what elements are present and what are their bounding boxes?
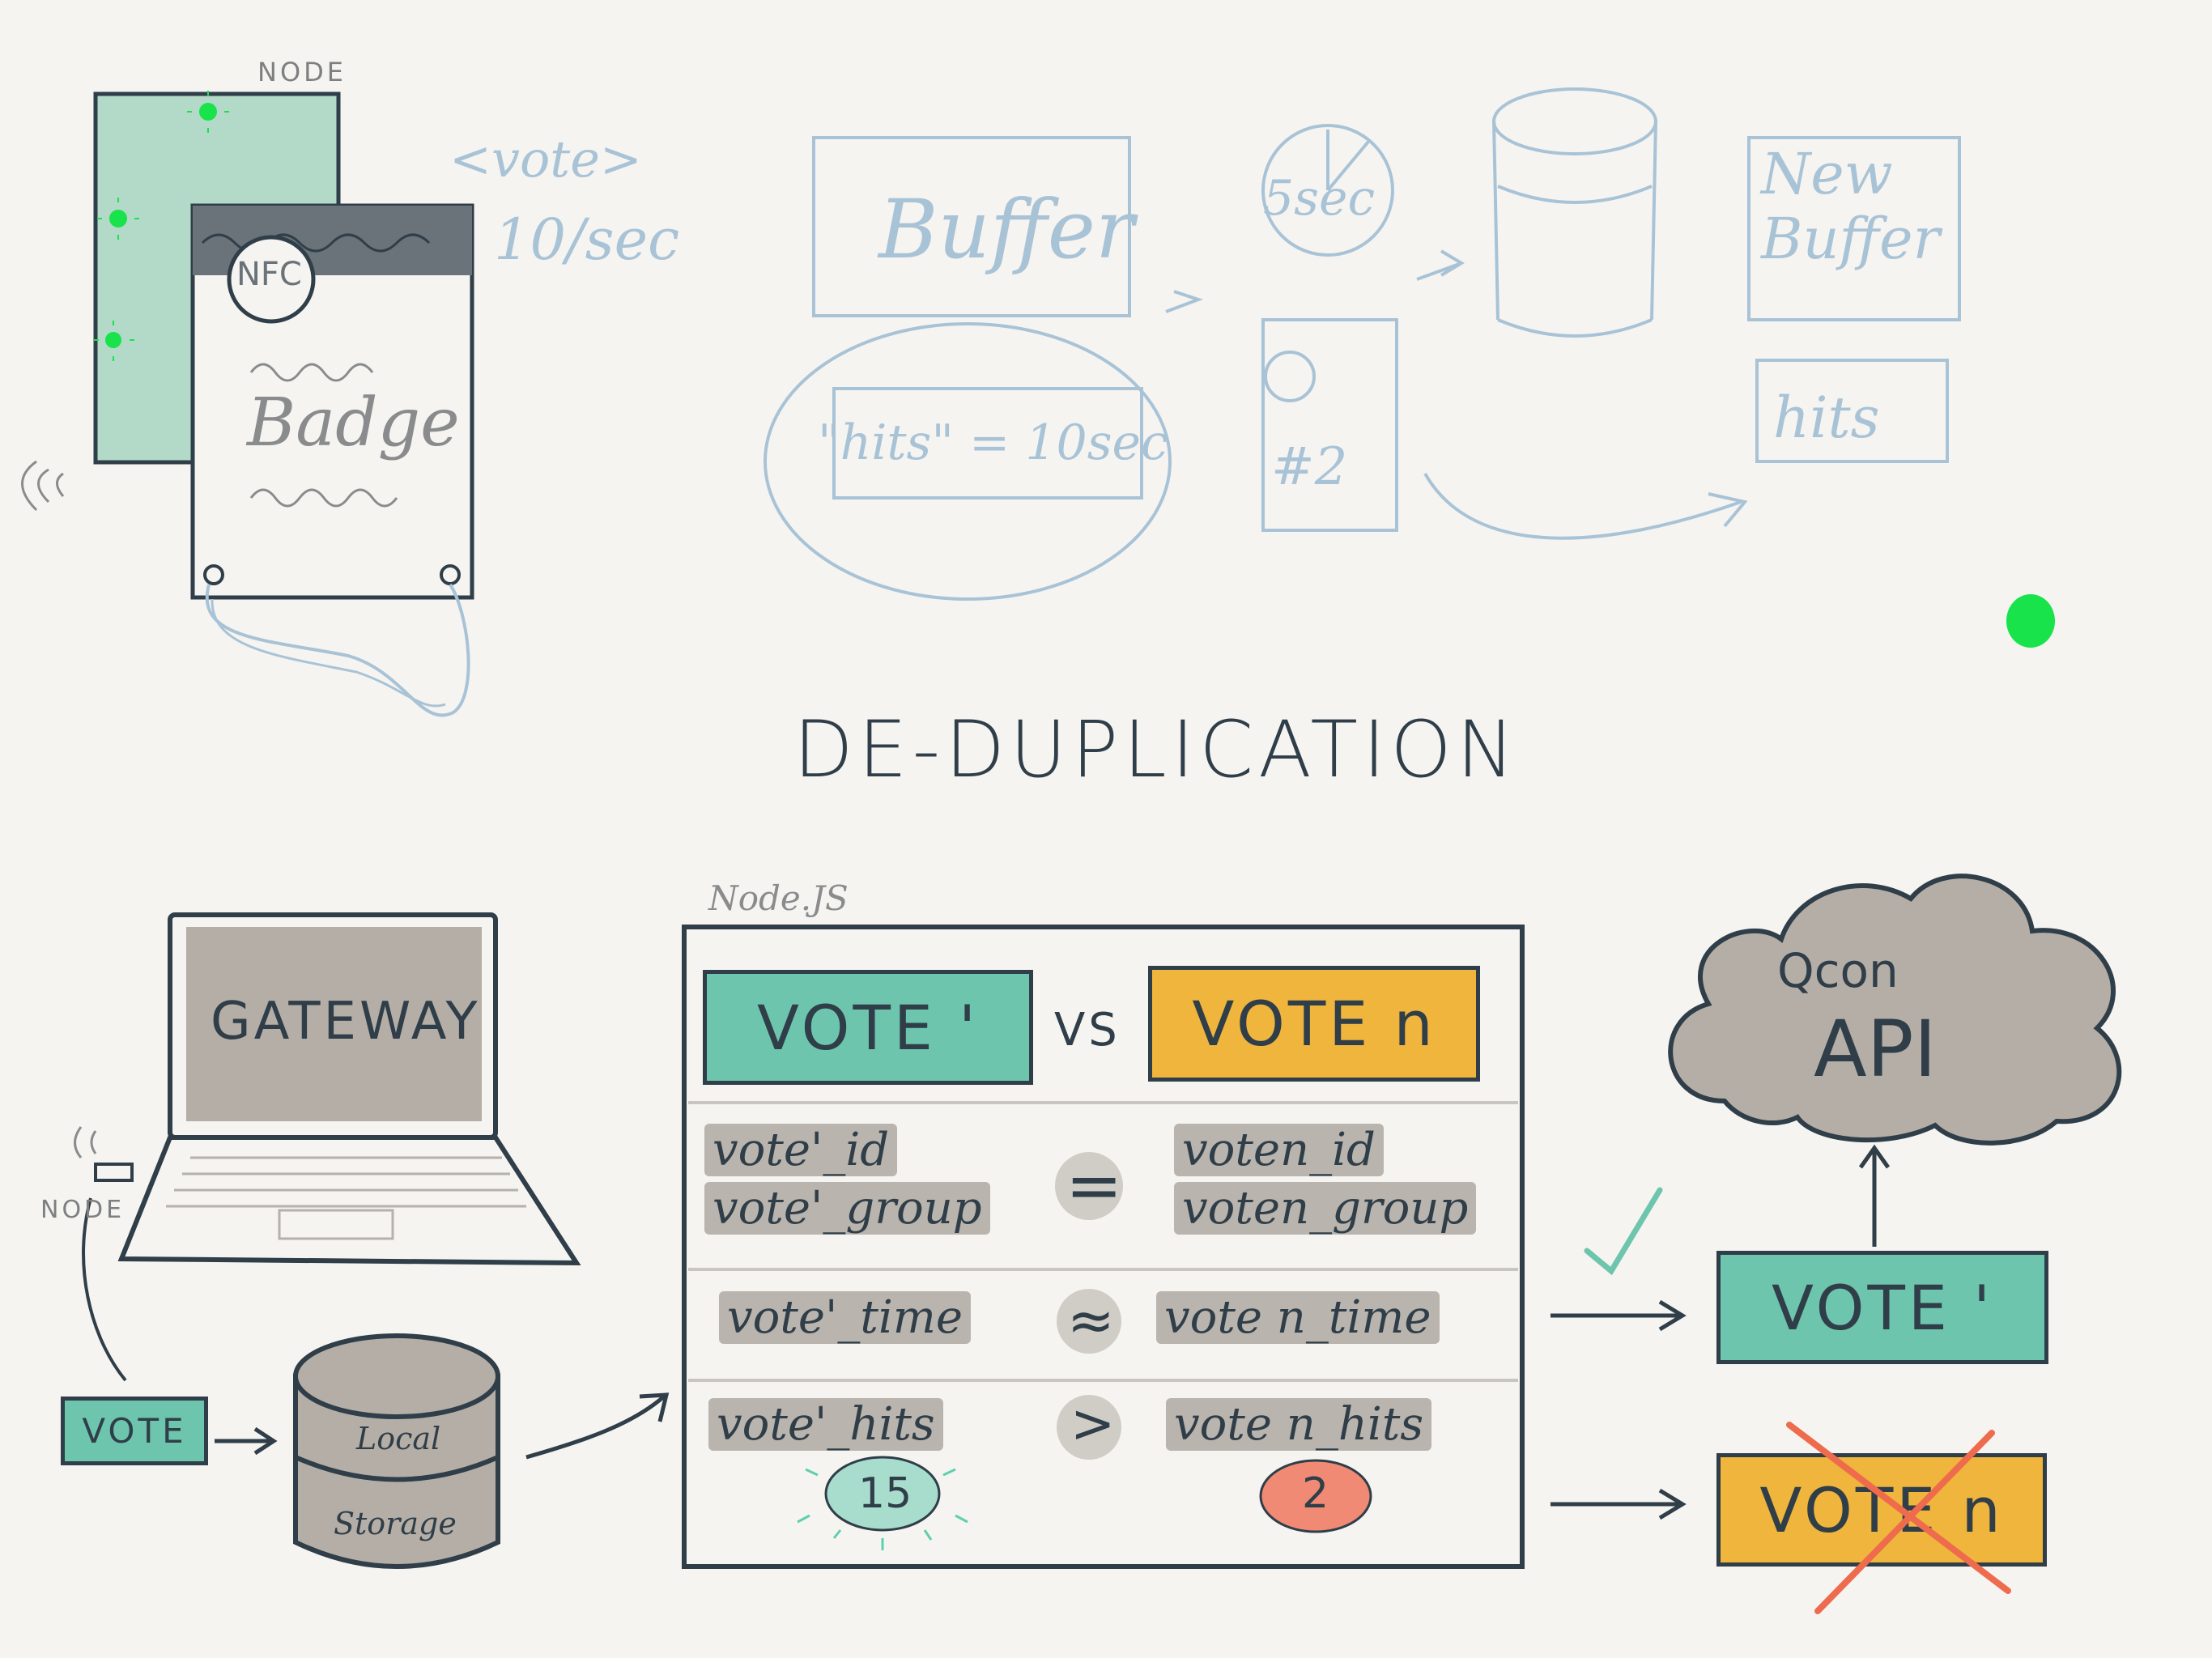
node-to-vote-line <box>82 1197 127 1382</box>
database-cylinder <box>1492 87 1657 338</box>
compare-left-header: VOTE ' <box>703 970 1033 1085</box>
green-light-1 <box>199 103 217 121</box>
vs-label: VS <box>1054 1004 1121 1056</box>
right-id-field: voten_id <box>1174 1124 1384 1176</box>
hits-high-value: 15 <box>858 1469 912 1518</box>
hits-low-badge <box>1259 1459 1372 1533</box>
storage-bottom-label: Storage <box>334 1506 457 1541</box>
top-sketch-svg <box>21 87 2055 717</box>
row2-operator: ≈ <box>1067 1287 1115 1354</box>
left-hits-field: vote'_hits <box>708 1398 943 1451</box>
equals-circle <box>1055 1152 1123 1220</box>
node-label-bottom: NODE <box>40 1196 125 1224</box>
laptop-base <box>117 1135 581 1266</box>
hits-label: hits <box>1773 385 1880 451</box>
usb-dongle <box>94 1163 134 1182</box>
row1-left: vote'_id vote'_group <box>704 1121 990 1238</box>
node-label-top: NODE <box>257 57 347 87</box>
new-buffer-label: New Buffer <box>1761 141 1941 272</box>
timer-circle <box>1261 124 1394 257</box>
green-dot <box>2006 594 2055 648</box>
right-time-field: vote n_time <box>1156 1291 1440 1344</box>
timer-label: 5sec <box>1263 170 1376 227</box>
storage-top-label: Local <box>356 1421 441 1456</box>
cloud-line1: Qcon <box>1777 943 1899 998</box>
row1-right: voten_id voten_group <box>1174 1121 1477 1238</box>
vote-tag: <vote> <box>449 130 642 189</box>
rejected-vote: VOTE n <box>1716 1453 2047 1567</box>
hits-high-badge <box>824 1456 941 1532</box>
approx-circle <box>1057 1289 1121 1354</box>
nfc-circle <box>227 235 316 324</box>
check-mark <box>1584 1187 1663 1276</box>
row1-operator: = <box>1066 1146 1123 1225</box>
green-light-3 <box>105 332 121 348</box>
green-light-2 <box>109 210 127 227</box>
lanyard <box>205 583 470 717</box>
hits-low-value: 2 <box>1302 1469 1329 1518</box>
badge-label: Badge <box>247 385 460 461</box>
buffer-box <box>812 136 1131 317</box>
device-label: #2 <box>1271 437 1348 497</box>
row3-operator: > <box>1070 1392 1116 1455</box>
left-time-field: vote'_time <box>719 1291 972 1344</box>
page-title: DE-DUPLICATION <box>793 704 1520 795</box>
gateway-display <box>186 927 482 1121</box>
api-cloud <box>1668 874 2122 1146</box>
rate-label: 10/sec <box>494 206 680 273</box>
nfc-label: NFC <box>236 256 302 293</box>
greater-circle <box>1057 1395 1121 1460</box>
row3-right: vote n_hits <box>1166 1398 1432 1451</box>
row2-left: vote'_time <box>719 1291 972 1344</box>
right-hits-field: vote n_hits <box>1166 1398 1432 1451</box>
hits-formula: "hits" = 10sec <box>818 414 1168 471</box>
gateway-label: GATEWAY <box>211 992 481 1052</box>
hits-loop <box>764 322 1172 601</box>
nodejs-label: Node.JS <box>708 878 849 918</box>
right-group-field: voten_group <box>1174 1182 1477 1235</box>
left-id-field: vote'_id <box>704 1124 898 1176</box>
cloud-line2: API <box>1814 1004 1937 1095</box>
row3-left: vote'_hits <box>708 1398 943 1451</box>
new-buffer-box <box>1747 136 1961 321</box>
accepted-vote: VOTE ' <box>1716 1251 2048 1364</box>
device-box <box>1261 318 1398 532</box>
left-group-field: vote'_group <box>704 1182 990 1235</box>
vote-chip: VOTE <box>61 1397 208 1465</box>
row2-right: vote n_time <box>1156 1291 1440 1344</box>
compare-right-header: VOTE n <box>1148 966 1480 1082</box>
hits-formula-box <box>832 387 1143 500</box>
local-storage-cylinder <box>293 1333 500 1569</box>
buffer-label: Buffer <box>878 182 1134 277</box>
hits-box <box>1755 359 1949 463</box>
